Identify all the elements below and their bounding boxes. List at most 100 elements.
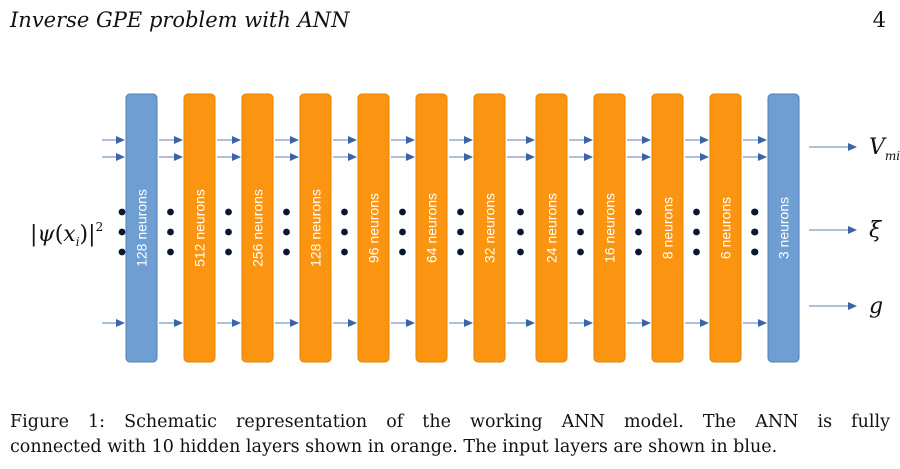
ellipsis-dot (225, 248, 232, 256)
connector-arrow (627, 319, 651, 327)
layer-label: 128 neurons (308, 189, 324, 267)
layer-label: 24 neurons (544, 193, 560, 263)
layer-box (357, 93, 390, 363)
layer-3-hidden: 256 neurons (241, 93, 274, 363)
connector-arrow (449, 319, 473, 327)
connector-arrow (627, 153, 651, 161)
layer-label: 8 neurons (660, 197, 676, 259)
figure-caption: Figure 1: Schematic representation of th… (10, 410, 890, 460)
layer-2-hidden: 512 neurons (183, 93, 216, 363)
ellipsis-dot (118, 208, 126, 216)
ellipsis-dot (283, 248, 290, 256)
layer-9-hidden: 16 neurons (593, 93, 626, 363)
ellipsis-dot (283, 208, 290, 216)
connector-arrow (449, 153, 473, 161)
layer-11-hidden: 6 neurons (709, 93, 742, 363)
output-label: ξ (869, 218, 883, 243)
layers-group: 128 neurons 512 neurons 256 neurons 128 neu… (125, 93, 800, 363)
ellipsis-dot (751, 248, 759, 256)
layer-box (241, 93, 274, 363)
ellipsis-dot (399, 208, 406, 216)
connector-arrow (391, 153, 415, 161)
connector-arrow (102, 153, 125, 161)
connector-arrow (743, 136, 767, 144)
connector-arrow (159, 319, 183, 327)
ellipsis-dot (517, 228, 524, 236)
layer-box (299, 93, 332, 363)
ellipsis-dot (457, 248, 464, 256)
ellipsis-dot (517, 248, 524, 256)
layer-10-hidden: 8 neurons (651, 93, 684, 363)
ellipsis-dot (118, 248, 126, 256)
connector-arrow (743, 319, 767, 327)
connector-arrow (275, 153, 299, 161)
layer-box (473, 93, 506, 363)
layer-box (535, 93, 568, 363)
ellipsis-dot (167, 228, 174, 236)
page-number: 4 (872, 8, 886, 32)
layer-1-input: 128 neurons (125, 93, 158, 363)
connector-arrow (449, 136, 473, 144)
connector-arrow (743, 153, 767, 161)
connector-arrow (217, 153, 241, 161)
connector-arrow (685, 136, 709, 144)
layer-6-hidden: 64 neurons (415, 93, 448, 363)
connector-arrow (333, 136, 357, 144)
layer-label: 32 neurons (482, 193, 498, 263)
ellipsis-dot (635, 228, 642, 236)
layer-box (183, 93, 216, 363)
ellipsis-dot (225, 208, 232, 216)
layer-4-hidden: 128 neurons (299, 93, 332, 363)
layer-label: 96 neurons (366, 193, 382, 263)
layer-label: 3 neurons (776, 197, 792, 259)
connector-arrow (217, 319, 241, 327)
connector-arrow (507, 153, 535, 161)
ellipsis-dot (341, 248, 348, 256)
connector-arrow (391, 136, 415, 144)
output-3: g (809, 294, 883, 319)
connector-arrow (333, 319, 357, 327)
layer-label: 64 neurons (424, 193, 440, 263)
layer-label: 128 neurons (134, 189, 150, 267)
output-label: g (869, 294, 883, 319)
ellipsis-dot (577, 228, 584, 236)
layer-box (593, 93, 626, 363)
ellipsis-dot (167, 208, 174, 216)
ellipsis-dot (399, 248, 406, 256)
connector-arrow (102, 319, 125, 327)
connectors-group (102, 136, 767, 327)
layer-label: 512 neurons (192, 189, 208, 267)
ellipsis-dot (577, 208, 584, 216)
connector-arrow (391, 319, 415, 327)
connector-arrow (275, 136, 299, 144)
ellipsis-dot (457, 208, 464, 216)
caption-line-2: connected with 10 hidden layers shown in… (10, 437, 778, 457)
connector-arrow (569, 153, 593, 161)
ellipsis-dot (399, 228, 406, 236)
layer-label: 16 neurons (602, 193, 618, 263)
layer-8-hidden: 24 neurons (535, 93, 568, 363)
connector-arrow (685, 153, 709, 161)
layer-box (651, 93, 684, 363)
output-1: Vmin (809, 135, 900, 163)
connector-arrow (159, 136, 183, 144)
connector-arrow (685, 319, 709, 327)
connector-arrow (507, 319, 535, 327)
running-header-title: Inverse GPE problem with ANN (10, 8, 350, 32)
connector-arrow (507, 136, 535, 144)
ellipsis-dot (118, 228, 126, 236)
ellipsis-dot (577, 248, 584, 256)
layer-label: 6 neurons (718, 197, 734, 259)
ellipsis-dot (167, 248, 174, 256)
ellipsis-dot (751, 228, 759, 236)
ellipsis-dot (751, 208, 759, 216)
connector-arrow (102, 136, 125, 144)
layer-box (125, 93, 158, 363)
connector-arrow (569, 136, 593, 144)
ellipsis-dot (283, 228, 290, 236)
layer-5-hidden: 96 neurons (357, 93, 390, 363)
connector-arrow (159, 153, 183, 161)
layer-box (767, 93, 800, 363)
connector-arrow (627, 136, 651, 144)
